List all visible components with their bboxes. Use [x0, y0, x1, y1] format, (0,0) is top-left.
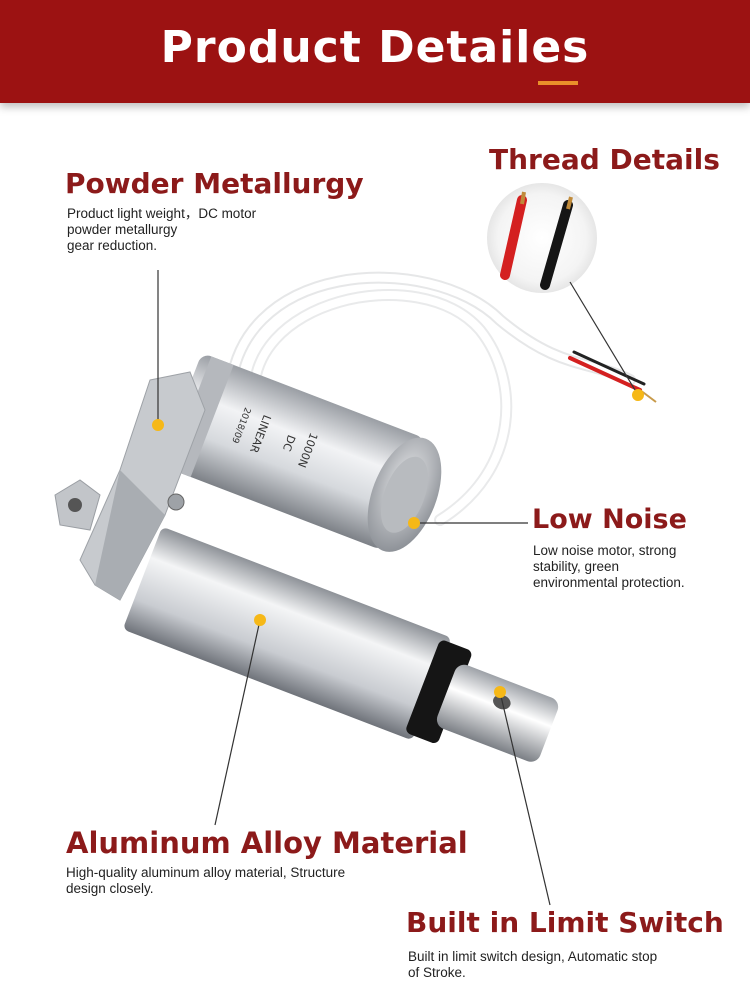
- page-title: Product Detailes: [160, 22, 590, 73]
- white-cable: [224, 271, 657, 526]
- callout-line-aluminum: [214, 619, 261, 826]
- low-noise-title: Low Noise: [532, 504, 687, 535]
- aluminum-tube: [124, 528, 559, 762]
- marker-dot-aluminum: [254, 614, 266, 626]
- limit-switch-title: Built in Limit Switch: [406, 906, 724, 939]
- thread-details-image: [487, 183, 597, 293]
- thread-details-title: Thread Details: [489, 143, 720, 176]
- aluminum-alloy-title: Aluminum Alloy Material: [66, 826, 468, 860]
- gearbox-bracket: [54, 371, 206, 601]
- callout-line-limit: [499, 691, 551, 906]
- callout-line-thread: [569, 281, 639, 396]
- marker-dot-noise: [408, 517, 420, 529]
- header-banner: Product Detailes: [0, 0, 750, 103]
- aluminum-alloy-description: High-quality aluminum alloy material, St…: [66, 865, 346, 896]
- powder-metallurgy-title: Powder Metallurgy: [65, 167, 364, 200]
- title-underline-accent: [538, 81, 578, 85]
- motor-label-line2: DC: [280, 433, 298, 453]
- motor-housing: LINEAR DC 1000N 2018/09: [161, 355, 442, 552]
- marker-dot-powder: [152, 419, 164, 431]
- powder-metallurgy-description: Product light weight，DC motor powder met…: [67, 206, 257, 253]
- product-illustration: LINEAR DC 1000N 2018/09: [54, 183, 657, 906]
- marker-dot-thread: [632, 389, 644, 401]
- limit-switch-description: Built in limit switch design, Automatic …: [408, 949, 658, 980]
- marker-dot-limit: [494, 686, 506, 698]
- low-noise-description: Low noise motor, strong stability, green…: [533, 543, 685, 590]
